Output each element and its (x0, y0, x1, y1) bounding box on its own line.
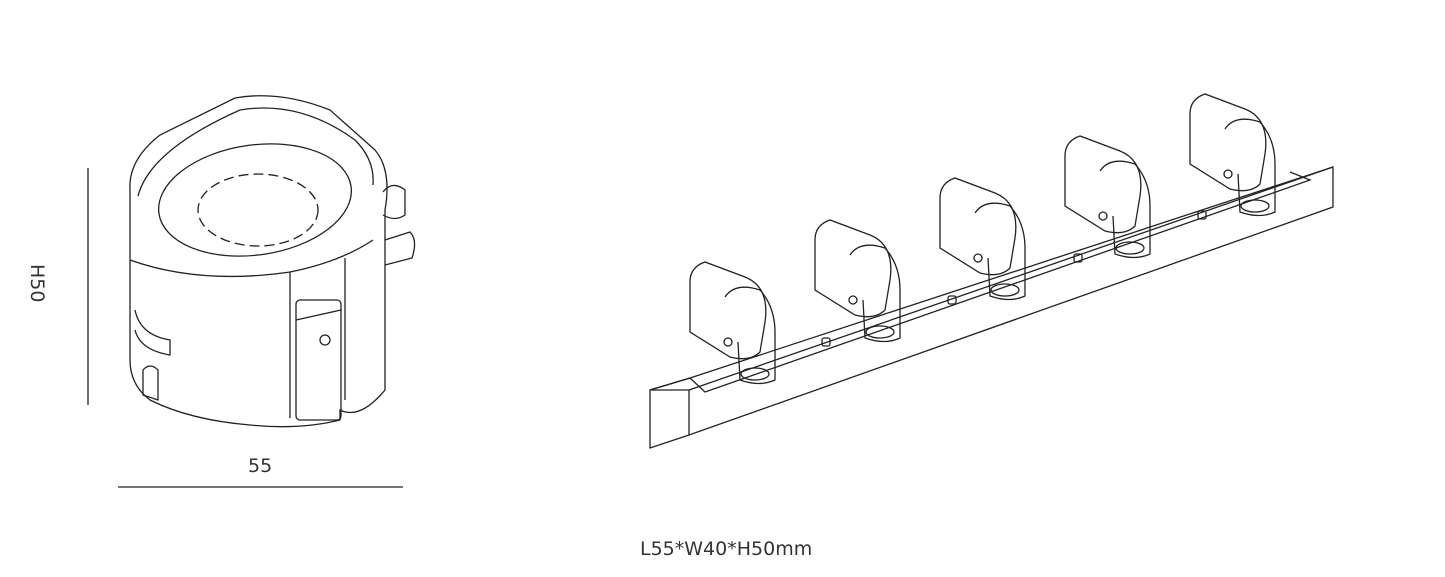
dimensions-caption: L55*W40*H50mm (640, 538, 813, 560)
rail-connectors (821, 210, 1207, 347)
single-spotlight-drawing (129, 95, 416, 428)
width-dimension-label: 55 (248, 455, 273, 477)
spotlight-1 (689, 261, 776, 385)
track-rail-drawing (649, 166, 1334, 449)
spotlight-3 (939, 177, 1026, 301)
spotlight-2 (814, 219, 901, 343)
height-dimension-label: H50 (26, 264, 48, 303)
spotlight-4 (1064, 135, 1151, 259)
spotlight-5 (1189, 93, 1276, 217)
